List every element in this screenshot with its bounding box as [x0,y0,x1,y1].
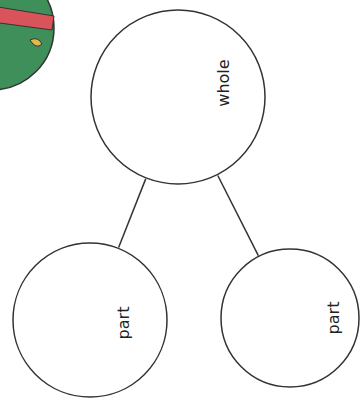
detail [30,39,42,47]
node-label: part [327,302,343,335]
green-disc [0,0,54,90]
circle-node: part [12,242,168,398]
red-band [0,6,54,30]
connector-line [119,179,146,248]
circle-node: part [220,248,360,388]
node-label: part [116,307,132,340]
node-label: whole [216,59,232,106]
circle-outline [12,242,168,398]
connector-line [218,175,259,255]
circle-node: whole [90,9,266,185]
circle-outline [90,9,266,185]
